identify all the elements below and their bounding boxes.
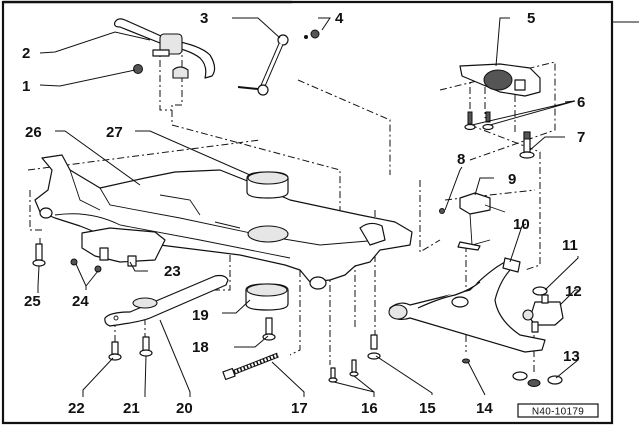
nut-14 [462,358,470,364]
callout-17: 17 [291,400,308,417]
callout-18: 18 [192,339,209,356]
pendulum-support [104,274,229,327]
coupling-rod [237,34,289,96]
callout-2: 2 [22,45,30,62]
nut-1 [133,64,143,74]
callout-5: 5 [527,10,535,27]
screw-8 [439,208,445,214]
callout-24: 24 [72,293,89,310]
leader-lines [37,17,579,397]
callout-6: 6 [577,94,585,111]
nuts-13 [512,371,563,387]
bolt-18 [262,317,276,341]
callout-4: 4 [335,10,344,27]
ball-joint [522,294,564,333]
bolt-21 [139,336,153,357]
nut-4 [304,29,320,39]
callout-23: 23 [164,263,181,280]
callout-27: 27 [106,124,123,141]
subframe [34,154,413,290]
callout-21: 21 [123,400,140,417]
rubber-bush-27 [246,171,289,199]
reference-code: N40-10179 [532,407,584,418]
bearing-bracket [459,63,541,97]
bolt-15 [367,334,381,360]
bolt-17 [222,352,279,381]
callout-7: 7 [577,129,585,146]
stabilizer-bar [113,18,216,79]
callout-3: 3 [200,10,208,27]
callout-25: 25 [24,293,41,310]
reference-code-box: N40-10179 [517,403,599,418]
bolts-6 [464,111,494,131]
callout-10: 10 [513,216,530,233]
callout-9: 9 [508,171,516,188]
callout-labels: 1 2 3 4 5 6 7 8 9 10 11 12 13 14 15 16 1… [22,10,585,417]
callout-15: 15 [419,400,436,417]
callout-26: 26 [25,124,42,141]
callout-22: 22 [68,400,85,417]
callout-19: 19 [192,307,209,324]
bolt-25 [32,243,46,267]
callout-14: 14 [476,400,493,417]
callout-16: 16 [361,400,378,417]
callout-11: 11 [562,237,578,254]
wishbone [388,257,546,353]
callout-12: 12 [565,283,582,300]
callout-8: 8 [457,151,465,168]
heat-shield [81,227,166,267]
bolt-7 [519,131,535,159]
level-sensor [457,192,506,251]
bolt-22 [108,341,122,361]
nut-11 [532,286,548,296]
callout-1: 1 [22,78,30,95]
bolts-16 [328,359,359,383]
callout-20: 20 [176,400,193,417]
nuts-24 [70,258,102,273]
callout-13: 13 [563,348,580,365]
rubber-bush-19 [245,283,289,311]
